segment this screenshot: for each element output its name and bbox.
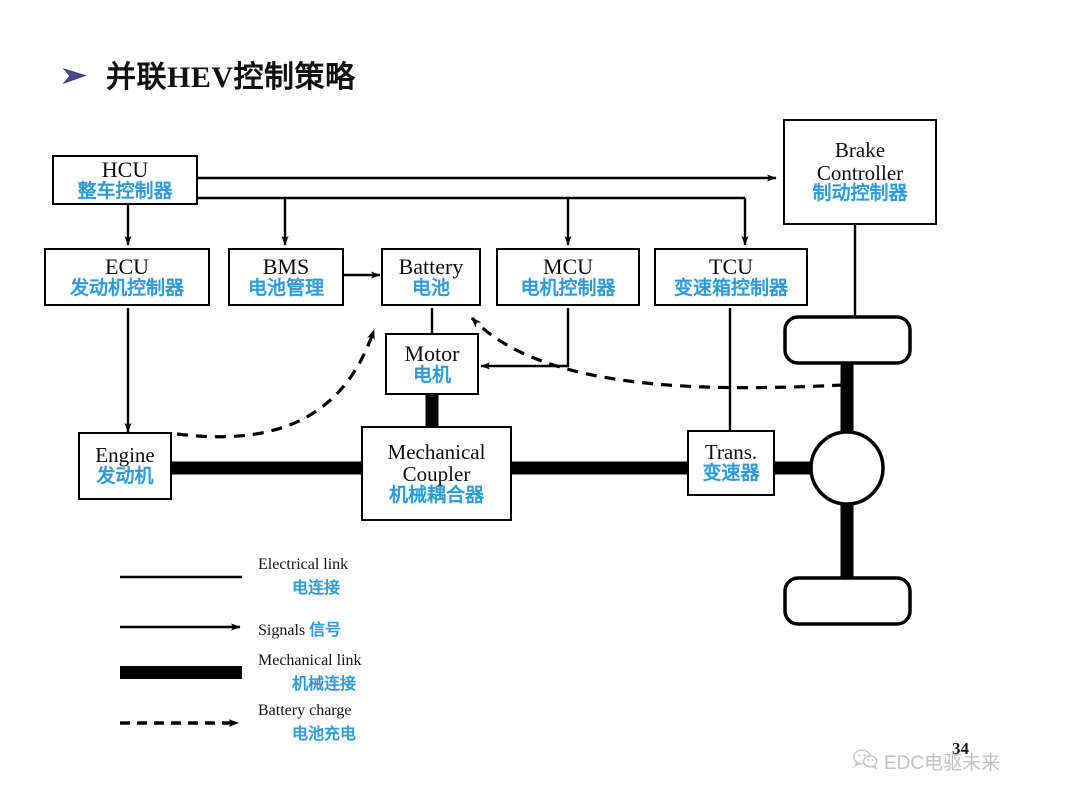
dashed-arrow-icon xyxy=(118,710,258,736)
node-transmission[interactable]: Trans. 变速器 xyxy=(687,430,775,496)
mechanical-links xyxy=(171,362,854,578)
thick-bar-icon xyxy=(118,660,258,686)
node-bms-en: BMS xyxy=(262,253,310,279)
node-tcu[interactable]: TCU 变速箱控制器 xyxy=(654,248,808,306)
page-number: 34 xyxy=(952,739,969,758)
signal-links xyxy=(124,174,857,433)
node-coupler-en-line1: Mechanical xyxy=(387,439,486,464)
legend-charge-cn: 电池充电 xyxy=(292,726,357,743)
battery-charge-links xyxy=(176,316,844,439)
node-mechanical-coupler[interactable]: Mechanical Coupler 机械耦合器 xyxy=(361,426,512,521)
node-motor[interactable]: Motor 电机 xyxy=(385,333,479,395)
node-engine[interactable]: Engine 发动机 xyxy=(78,432,172,500)
legend-mechanical-cn: 机械连接 xyxy=(292,676,357,693)
node-ecu[interactable]: ECU 发动机控制器 xyxy=(44,248,210,306)
node-motor-cn: 电机 xyxy=(412,364,451,386)
legend-signals-en: Signals xyxy=(258,622,310,639)
slide-title-row: 并联HEV控制策略 xyxy=(62,52,356,96)
differential-circle xyxy=(809,430,885,506)
node-coupler-cn: 机械耦合器 xyxy=(388,484,484,506)
node-mcu-en: MCU xyxy=(542,253,594,279)
node-mcu[interactable]: MCU 电机控制器 xyxy=(496,248,640,306)
node-hcu-cn: 整车控制器 xyxy=(77,180,173,202)
arrow-bullet-icon xyxy=(62,66,88,86)
node-battery-en: Battery xyxy=(398,253,464,279)
node-trans-en: Trans. xyxy=(704,440,758,465)
node-trans-cn: 变速器 xyxy=(702,463,760,485)
solid-line-icon xyxy=(118,564,258,590)
page-title: 并联HEV控制策略 xyxy=(106,61,356,94)
node-battery-cn: 电池 xyxy=(411,277,450,299)
legend-electrical-cn: 电连接 xyxy=(292,580,341,597)
node-tcu-en: TCU xyxy=(709,253,753,279)
legend-signals-cn: 信号 xyxy=(309,622,342,639)
node-engine-en: Engine xyxy=(95,443,155,468)
node-mcu-cn: 电机控制器 xyxy=(520,277,616,299)
node-battery[interactable]: Battery 电池 xyxy=(381,248,481,306)
arrow-line-icon xyxy=(118,614,258,640)
node-tcu-cn: 变速箱控制器 xyxy=(673,277,788,299)
node-ecu-en: ECU xyxy=(105,253,149,279)
node-hcu[interactable]: HCU 整车控制器 xyxy=(52,155,198,205)
watermark-text: EDC电驱未来 xyxy=(884,753,1001,774)
legend-signals-label: Signals 信号 xyxy=(258,622,341,639)
wheel-front xyxy=(783,315,912,365)
legend-mechanical-en: Mechanical link xyxy=(258,652,362,669)
node-brake-controller[interactable]: Brake Controller 制动控制器 xyxy=(783,119,937,225)
watermark: EDC电驱未来 xyxy=(852,748,1000,775)
node-bms-cn: 电池管理 xyxy=(247,277,324,299)
wechat-icon xyxy=(852,748,879,775)
node-motor-en: Motor xyxy=(404,340,460,366)
node-coupler-en-line2: Coupler xyxy=(402,462,471,487)
node-ecu-cn: 发动机控制器 xyxy=(69,277,184,299)
legend-electrical-en: Electrical link xyxy=(258,556,349,573)
node-brake-cn: 制动控制器 xyxy=(812,183,908,205)
node-brake-en-line2: Controller xyxy=(816,160,904,185)
node-engine-cn: 发动机 xyxy=(96,466,154,488)
legend: Electrical link 电连接 Signals 信号 xyxy=(118,548,538,758)
node-bms[interactable]: BMS 电池管理 xyxy=(228,248,344,306)
legend-charge-en: Battery charge xyxy=(258,702,352,719)
node-hcu-en: HCU xyxy=(101,156,149,182)
node-brake-en-line1: Brake xyxy=(834,138,886,163)
wheel-rear xyxy=(783,576,912,626)
